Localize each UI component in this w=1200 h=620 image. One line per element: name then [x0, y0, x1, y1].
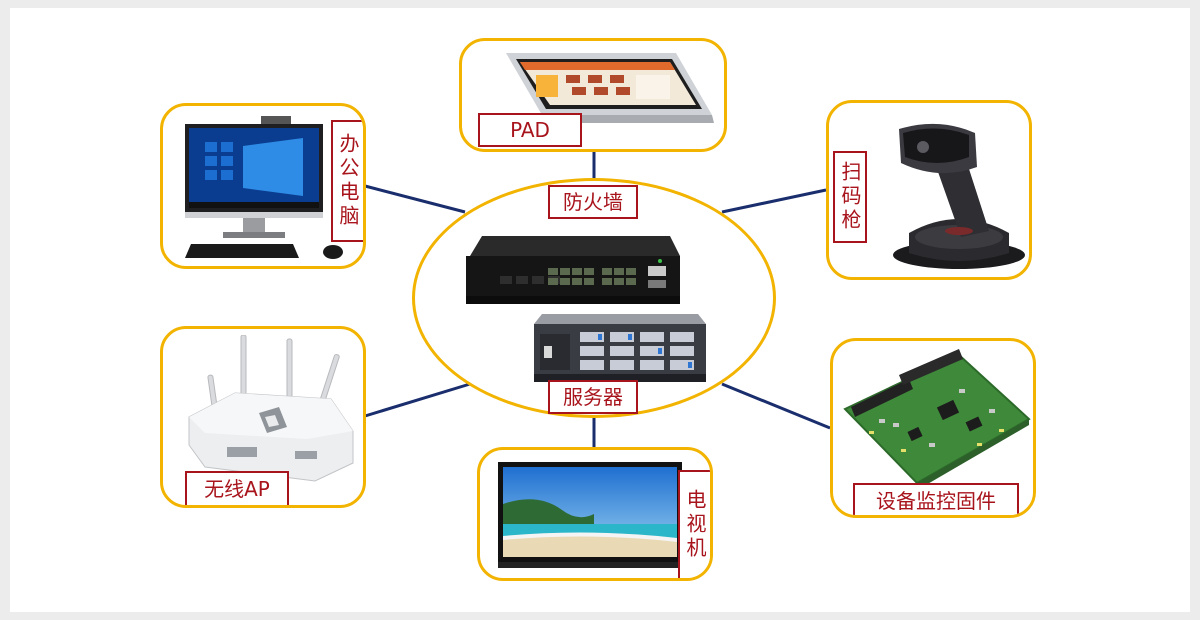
desktop-pc-image: [185, 116, 343, 259]
office-pc-box: 办公电脑: [160, 103, 366, 269]
firewall-image: [466, 236, 680, 304]
server-image: [534, 314, 706, 382]
link-office-pc: [364, 184, 466, 214]
scanner-box: 扫码枪: [826, 100, 1032, 280]
wireless-ap-label: 无线AP: [185, 471, 289, 505]
barcode-scanner-image: [893, 123, 1025, 269]
pad-box: PAD: [459, 38, 727, 152]
tv-label: 电视机: [678, 470, 710, 578]
scanner-label: 扫码枪: [833, 151, 867, 243]
link-wireless-ap: [364, 382, 471, 418]
circuit-board-image: [843, 349, 1031, 489]
server-label: 服务器: [548, 380, 638, 414]
wireless-ap-box: 无线AP: [160, 326, 366, 508]
firmware-label: 设备监控固件: [853, 483, 1019, 515]
access-point-image: [188, 335, 354, 482]
link-firmware: [721, 382, 831, 430]
tv-box: 电视机: [477, 447, 713, 581]
office-pc-label: 办公电脑: [331, 120, 363, 242]
firewall-label: 防火墙: [548, 185, 638, 219]
television-image: [498, 462, 682, 568]
link-scanner: [721, 188, 827, 214]
pad-label: PAD: [478, 113, 582, 147]
firmware-box: 设备监控固件: [830, 338, 1036, 518]
tablet-image: [506, 53, 714, 123]
